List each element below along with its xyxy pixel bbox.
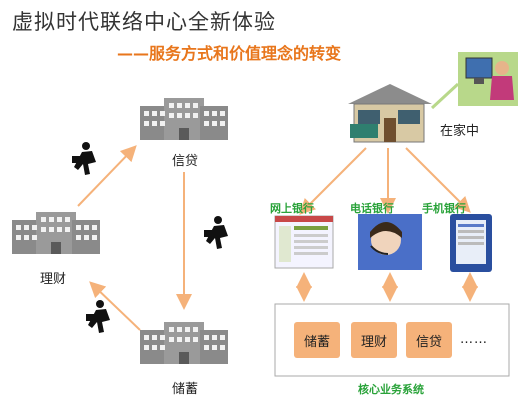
core-item-wealth: 理财: [351, 322, 397, 358]
running-man-icon: [86, 300, 110, 333]
page-title: 虚拟时代联络中心全新体验: [12, 10, 276, 34]
arrow-wealth-to-credit: [77, 145, 137, 207]
mobile-banking-screenshot: [450, 214, 492, 272]
core-item-credit: 信贷: [406, 322, 452, 358]
arrow-home-to-online: [299, 147, 367, 215]
wealth-branch-label: 理财: [40, 272, 67, 287]
arrow-home-to-mobile: [405, 147, 471, 213]
page-subtitle: ——服务方式和价值理念的转变: [117, 44, 342, 63]
arrow-savings-to-wealth: [89, 281, 141, 331]
phone-banking-label: 电话银行: [350, 202, 394, 215]
callout-line: [430, 82, 460, 110]
savings-branch-building: [140, 322, 228, 364]
online-banking-screenshot: [274, 215, 334, 269]
mobile-banking-label: 手机银行: [422, 202, 466, 215]
house-icon: [348, 84, 432, 143]
wealth-branch-building: [12, 212, 100, 254]
core-item-savings: 储蓄: [294, 322, 340, 358]
credit-branch-label: 信贷: [172, 154, 199, 169]
credit-branch-building: [140, 98, 228, 140]
core-system-caption: 核心业务系统: [358, 383, 424, 396]
home-label: 在家中: [440, 124, 480, 139]
savings-branch-label: 储蓄: [172, 382, 199, 397]
running-man-icon: [72, 142, 96, 175]
running-man-icon: [204, 216, 228, 249]
user-at-computer-icon: [458, 52, 518, 106]
core-item-more: ……: [460, 332, 488, 347]
phone-banking-photo: [358, 214, 422, 270]
online-banking-label: 网上银行: [270, 202, 314, 215]
